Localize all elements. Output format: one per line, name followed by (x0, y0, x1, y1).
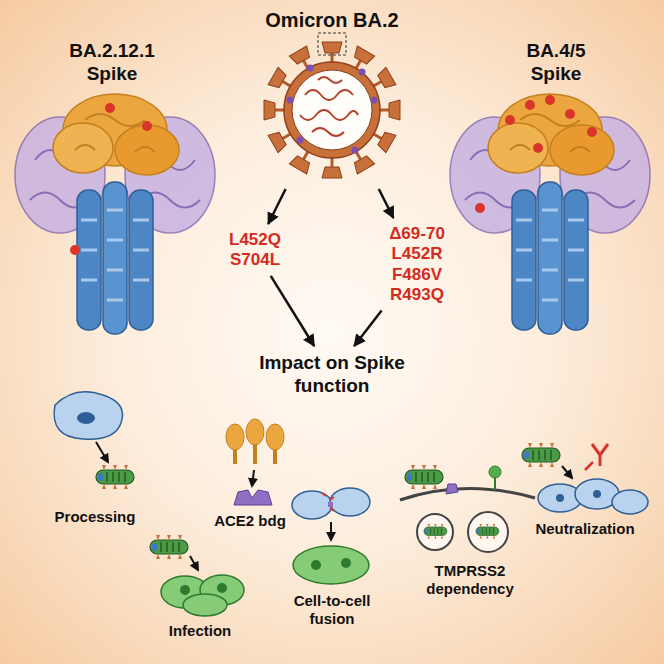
function-label: Cell-to-cell fusion (282, 592, 382, 628)
node-text: Δ69-70 L452R F486V R493Q (382, 224, 452, 306)
spike-structure-left (15, 94, 215, 334)
mutation-list: Δ69-70 L452R F486V R493Q (380, 222, 454, 308)
arrow-connector (379, 189, 394, 218)
processing-icon (54, 392, 134, 489)
variant-label: BA.2.12.1 Spike (62, 40, 162, 86)
arrow-connector (271, 276, 315, 346)
function-label: Processing (40, 508, 150, 526)
function-label: ACE2 bdg (205, 512, 295, 530)
tmprss2-icon (400, 465, 535, 552)
fusion-icon (292, 488, 370, 584)
mutation-list: L452Q S704L (222, 228, 288, 273)
arrow-connector (354, 311, 381, 346)
spike-structure-right (450, 94, 650, 334)
node-text: Omicron BA.2 (244, 8, 420, 32)
virus-particle (264, 33, 400, 178)
variant-label: BA.4/5 Spike (506, 40, 606, 86)
infection-icon (150, 535, 244, 616)
arrow-connector (268, 189, 285, 224)
ace2-binding-icon (226, 419, 284, 505)
impact-box: Impact on Spike function (247, 350, 417, 400)
virus-node: Omicron BA.2 (242, 6, 422, 186)
function-label: Infection (150, 622, 250, 640)
function-label: Neutralization (525, 520, 645, 538)
function-label: TMPRSS2 dependency (420, 562, 520, 598)
neutralization-icon (522, 443, 648, 514)
node-text: L452Q S704L (224, 230, 286, 271)
node-text: Impact on Spike function (249, 352, 415, 398)
